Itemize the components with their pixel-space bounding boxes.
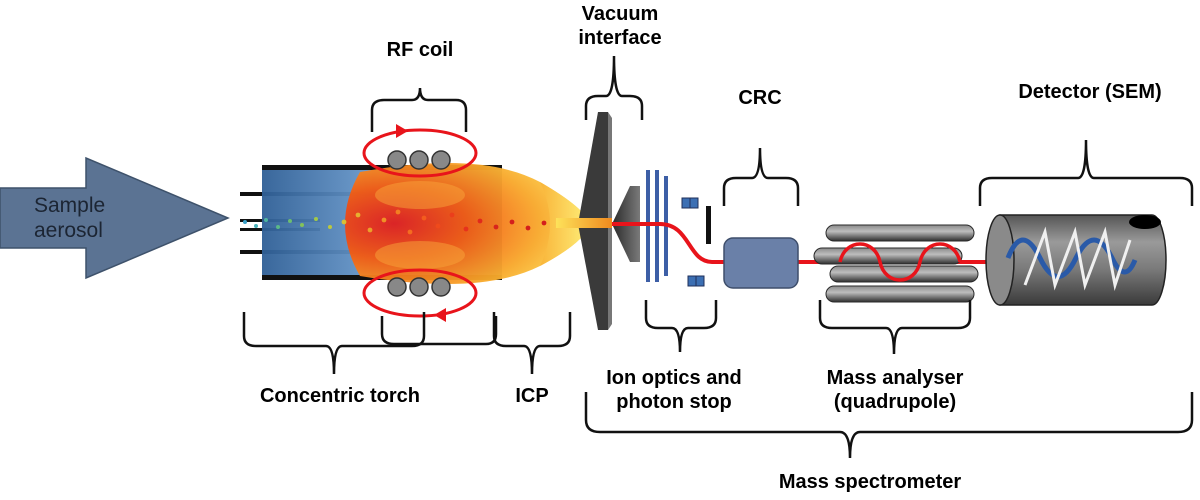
mass-spectrometer-label: Mass spectrometer	[778, 471, 962, 493]
concentric-torch-label: Concentric torch	[259, 385, 421, 407]
detector-sem	[985, 214, 1167, 306]
sample-aerosol-line1: Sample	[34, 194, 106, 217]
ion-optics	[646, 170, 711, 287]
rf-coil-label: RF coil	[386, 39, 454, 61]
aerosol-particles	[243, 209, 547, 235]
vacuum-interface-line2: interface	[578, 27, 662, 49]
detector-label: Detector (SEM)	[1018, 81, 1162, 103]
vacuum-interface-label: Vacuum interface	[560, 2, 680, 50]
ion-optics-line2: photon stop	[616, 391, 732, 413]
sample-aerosol-arrow	[0, 156, 230, 280]
sample-aerosol-label: Sample aerosol	[34, 193, 105, 243]
crc-label: CRC	[738, 87, 782, 109]
mass-analyser-line1: Mass analyser	[826, 367, 964, 389]
mass-analyser-label: Mass analyser (quadrupole)	[800, 366, 990, 414]
icp-plasma	[345, 163, 590, 284]
annotation-braces	[242, 55, 1194, 459]
ion-optics-line1: Ion optics and	[606, 367, 742, 389]
sample-aerosol-line2: aerosol	[34, 219, 103, 242]
rf-coil	[362, 124, 478, 322]
ion-beam	[612, 222, 1020, 264]
mass-analyser-line2: (quadrupole)	[833, 391, 957, 413]
ion-optics-label: Ion optics and photon stop	[584, 366, 764, 414]
quadrupole-rods	[813, 224, 979, 303]
crc-cell	[723, 237, 799, 289]
vacuum-interface-cones	[556, 112, 640, 330]
vacuum-interface-line1: Vacuum	[581, 3, 659, 25]
icp-label: ICP	[515, 385, 549, 407]
